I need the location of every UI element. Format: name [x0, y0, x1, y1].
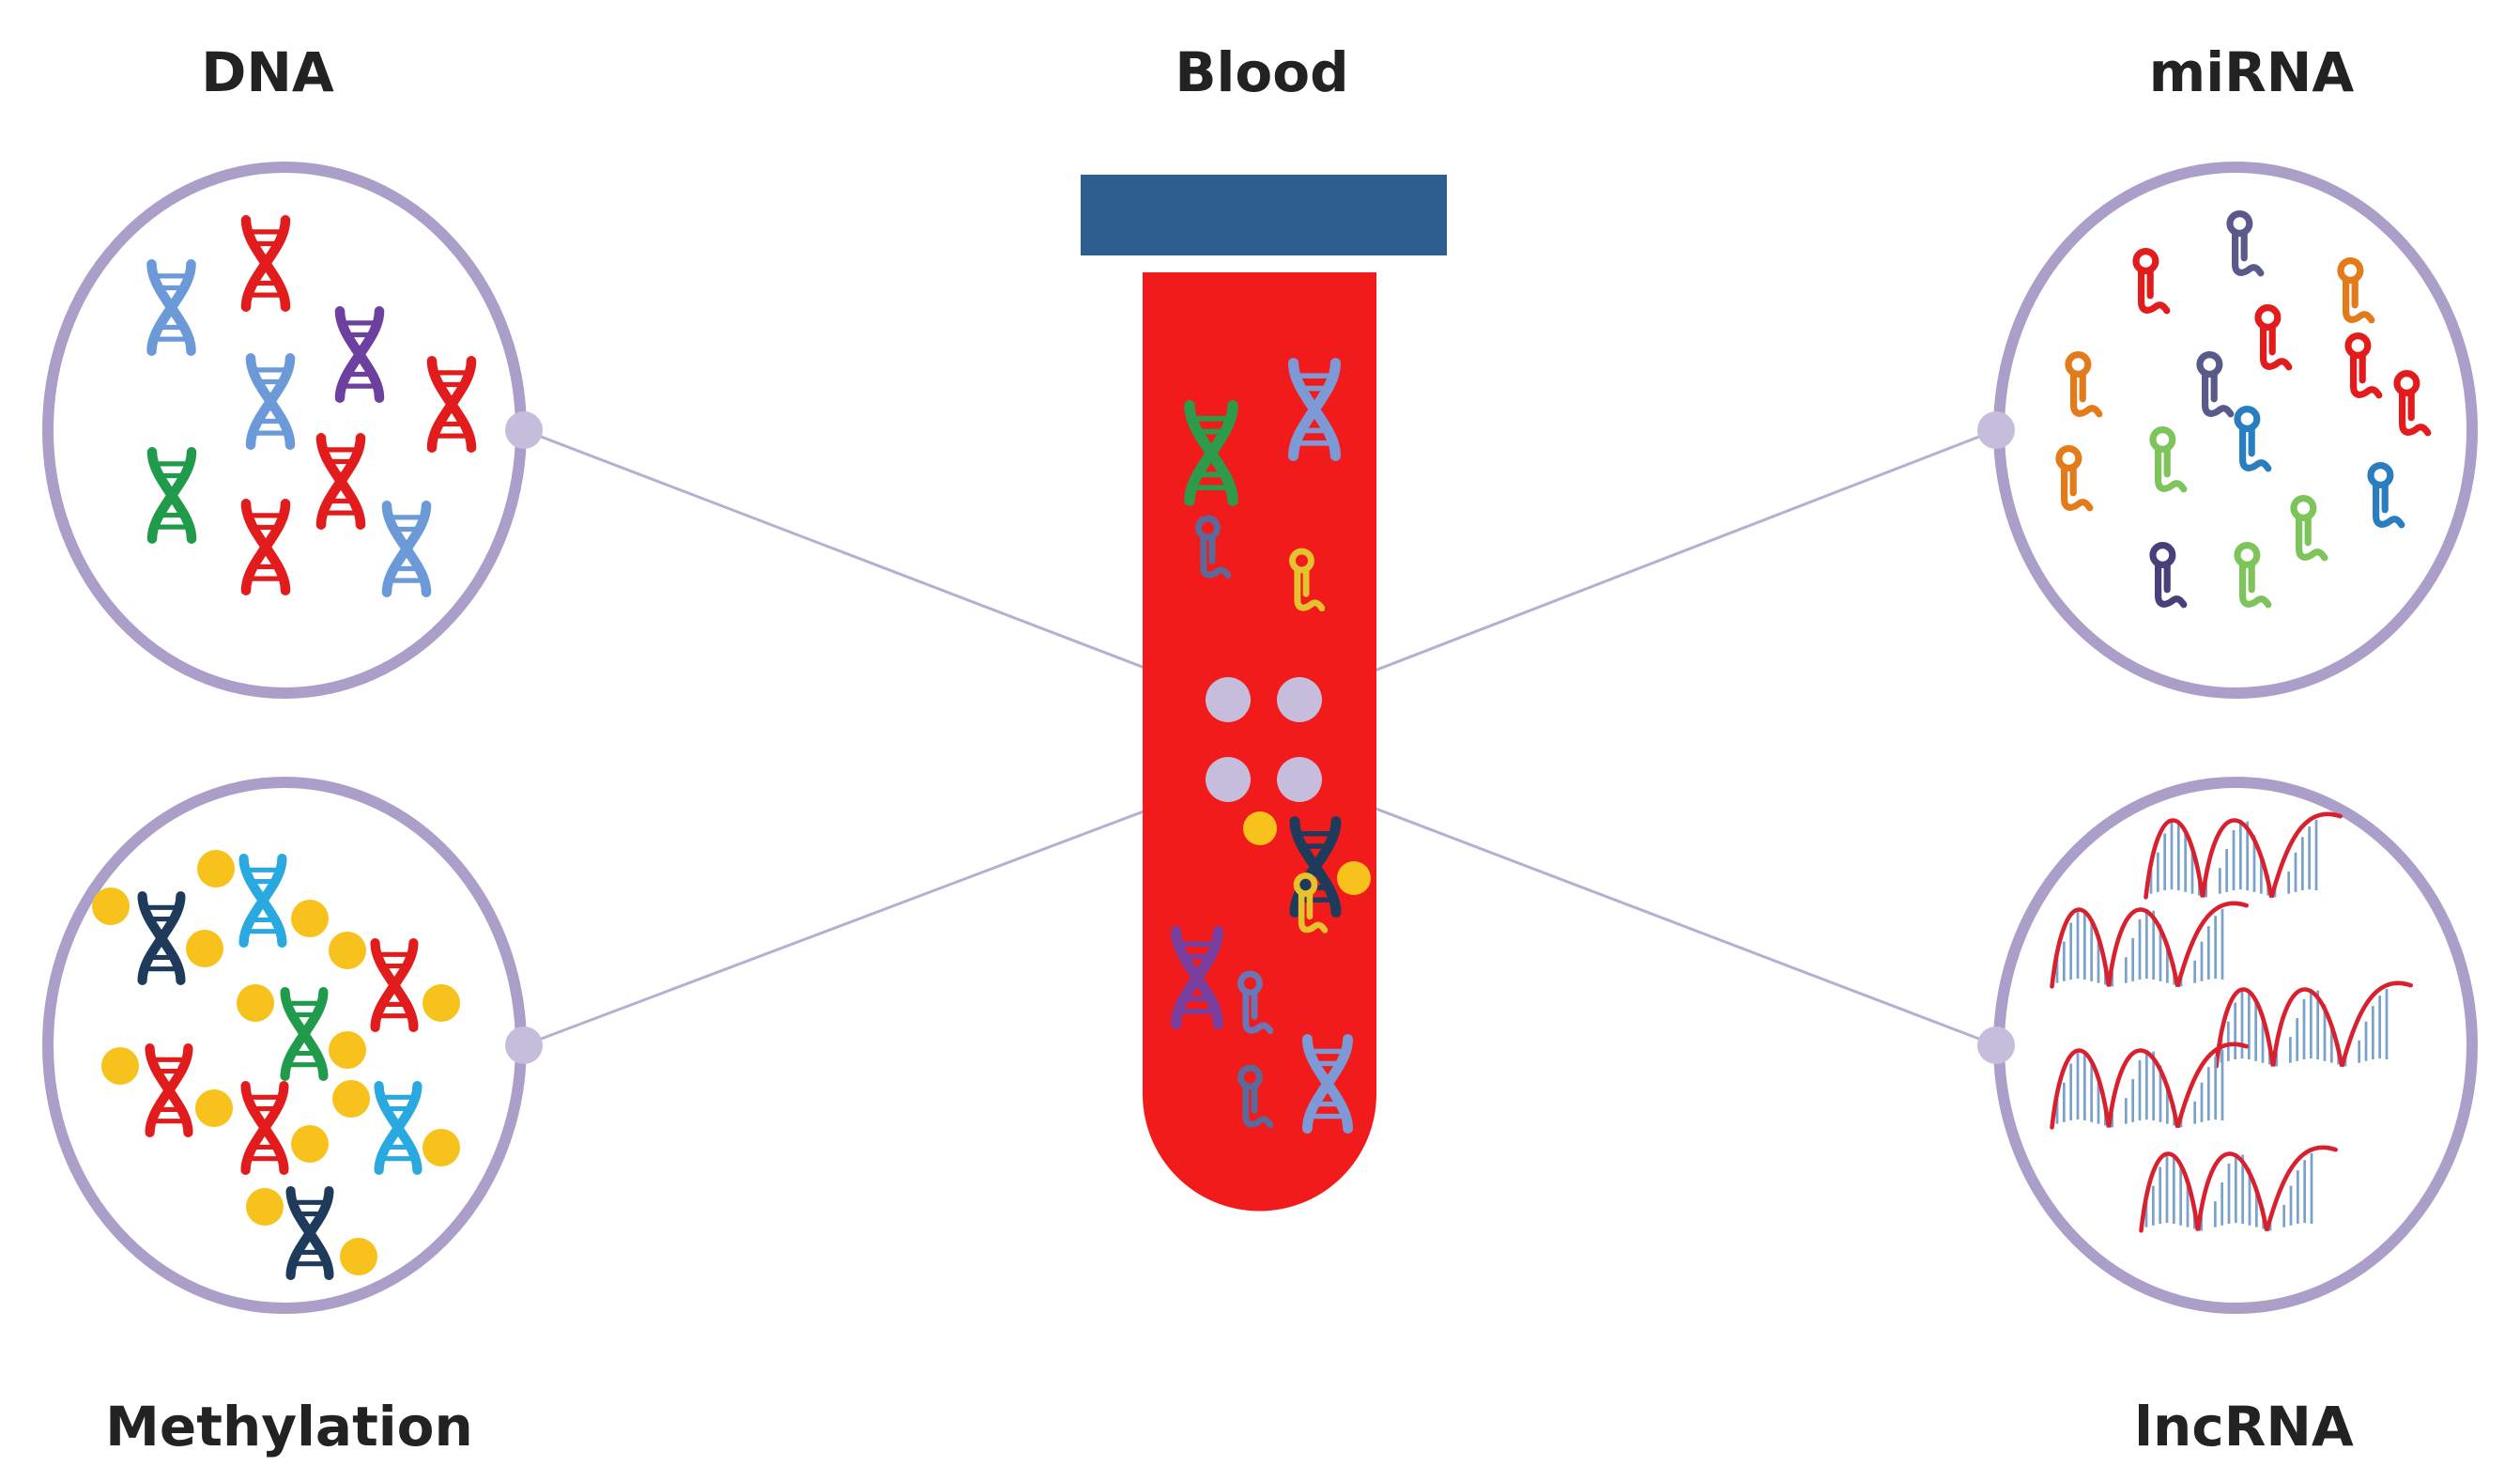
mirna-circle-anchor — [1977, 411, 2015, 449]
lncrna-circle — [1977, 777, 2478, 1314]
methyl-bead-icon — [195, 1089, 233, 1127]
methylation-circle — [42, 777, 543, 1314]
methyl-bead-icon — [329, 1031, 366, 1069]
connector-dot — [1206, 677, 1251, 722]
blood-test-tube — [1081, 175, 1447, 1212]
methylation-label: Methylation — [105, 1395, 473, 1459]
methylation-circle-anchor — [505, 1027, 543, 1064]
methyl-bead-icon — [291, 1125, 329, 1163]
connector-lines — [523, 428, 1997, 1047]
mirna-label: miRNA — [2148, 40, 2355, 104]
connector-dot — [1277, 677, 1322, 722]
methyl-bead-icon — [197, 850, 235, 888]
connector-line-dna — [523, 428, 1229, 702]
methyl-bead-icon — [332, 1080, 370, 1118]
dna-circle — [42, 162, 543, 699]
connector-line-methylation — [523, 778, 1229, 1047]
connector-dots — [1206, 677, 1322, 802]
dna-circle-anchor — [505, 411, 543, 449]
tube-contents — [1176, 363, 1371, 1129]
methyl-bead-icon — [186, 930, 223, 967]
methyl-bead-icon — [340, 1238, 377, 1275]
dna-label: DNA — [201, 40, 334, 104]
methyl-bead-icon — [92, 888, 130, 925]
methyl-bead-icon — [329, 932, 366, 969]
methyl-beads — [92, 850, 460, 1275]
connector-dot — [1277, 757, 1322, 802]
tube-methyl-bead-icon — [1243, 811, 1277, 845]
methyl-bead-icon — [237, 984, 274, 1022]
methyl-bead-icon — [423, 984, 460, 1022]
mirna-circle — [1977, 162, 2478, 699]
connector-dot — [1206, 757, 1251, 802]
tube-methyl-bead-icon — [1337, 861, 1371, 895]
blood-label: Blood — [1175, 40, 1349, 104]
lncrna-label: lncRNA — [2134, 1395, 2354, 1459]
tube-cap — [1081, 175, 1447, 255]
connector-line-mirna — [1298, 428, 1997, 702]
methyl-bead-icon — [423, 1129, 460, 1166]
methyl-bead-icon — [246, 1188, 284, 1226]
methyl-bead-icon — [101, 1047, 139, 1085]
connector-line-lncrna — [1298, 778, 1997, 1047]
lncrna-circle-anchor — [1977, 1027, 2015, 1064]
methyl-bead-icon — [291, 900, 329, 937]
